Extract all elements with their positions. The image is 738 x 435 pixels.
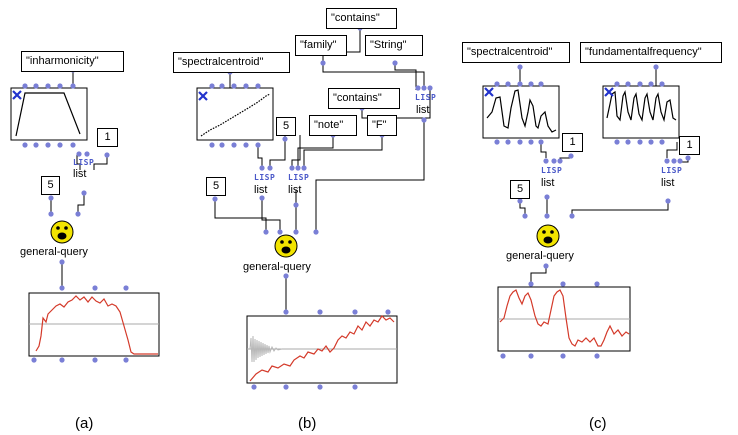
caption-a: (a): [75, 415, 94, 432]
bpf-editor-a[interactable]: [10, 87, 88, 141]
result-curve-a: [35, 295, 158, 355]
number-box-a[interactable]: 1: [97, 128, 118, 147]
contains-top-box-b[interactable]: "contains": [326, 8, 397, 29]
descriptor-box-c[interactable]: "spectralcentroid": [462, 42, 570, 63]
small-number-box-c[interactable]: 5: [510, 180, 530, 199]
descriptor2-box-c[interactable]: "fundamentalfrequency": [580, 42, 722, 63]
general-query-label-b: general-query: [243, 261, 311, 273]
lisp-icon-b3: LISP: [415, 93, 437, 102]
bpf-curve-a: [15, 92, 81, 137]
lisp-icon-c2: LISP: [661, 166, 683, 175]
general-query-label-c: general-query: [506, 250, 574, 262]
list-label-b3: list: [416, 104, 430, 116]
bpf-curve-b: [200, 93, 271, 137]
note-box-b[interactable]: "note": [309, 115, 357, 136]
query-face-icon-c[interactable]: [536, 224, 560, 248]
caption-b: (b): [298, 415, 317, 432]
x-mark-icons: [12, 87, 614, 101]
lisp-icon-a: LISP: [73, 158, 95, 167]
list-label-c: list: [541, 177, 555, 189]
result-curve-b: [249, 315, 395, 382]
number-box-b[interactable]: 5: [276, 117, 296, 136]
lisp-icon-c: LISP: [541, 166, 563, 175]
number2-box-c[interactable]: 1: [679, 136, 700, 155]
bpf-curve-c2: [606, 90, 677, 123]
list-label-b: list: [254, 184, 268, 196]
list-label-b2: list: [288, 184, 302, 196]
waveform-b: [249, 335, 283, 363]
caption-c: (c): [589, 415, 607, 432]
f-box-b[interactable]: "F": [367, 115, 397, 136]
family-box-b[interactable]: "family": [295, 35, 347, 56]
contains-mid-box-b[interactable]: "contains": [328, 88, 400, 109]
descriptor-box-a[interactable]: "inharmonicity": [21, 51, 124, 72]
small-number-box-a[interactable]: 5: [41, 176, 60, 195]
query-face-icon-b[interactable]: [274, 234, 298, 258]
string-box-b[interactable]: "String": [365, 35, 423, 56]
descriptor-box-b[interactable]: "spectralcentroid": [173, 52, 290, 73]
bpf-curve-c1: [486, 89, 557, 133]
number-box-c[interactable]: 1: [562, 133, 583, 152]
bpf-editor-b[interactable]: [196, 87, 274, 141]
general-query-label-a: general-query: [20, 246, 88, 258]
bpf-editor-c2[interactable]: [602, 85, 680, 139]
lisp-icon-b: LISP: [254, 173, 276, 182]
query-face-icon-a[interactable]: [50, 220, 74, 244]
list-label-c2: list: [661, 177, 675, 189]
result-curve-c: [499, 289, 630, 347]
lisp-icon-b2: LISP: [288, 173, 310, 182]
list-label-a: list: [73, 168, 87, 180]
small-number-box-b[interactable]: 5: [206, 177, 226, 196]
